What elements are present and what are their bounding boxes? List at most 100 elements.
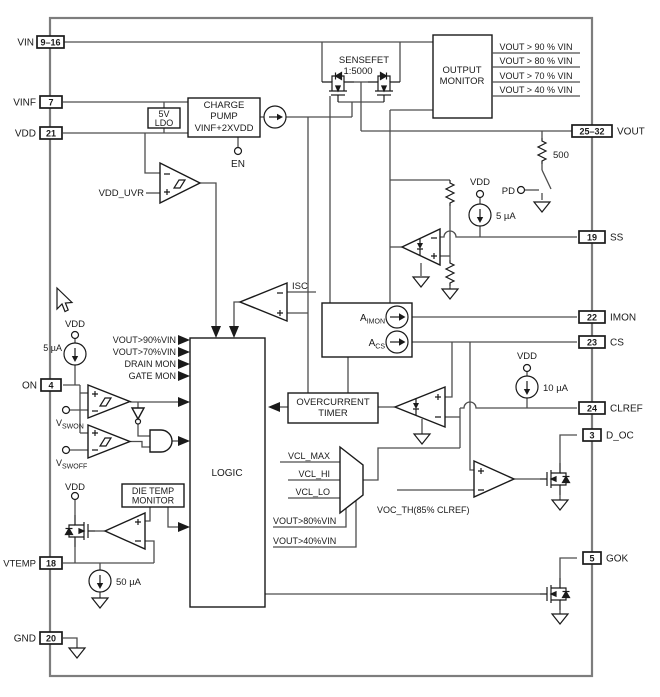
clref-current-value: 10 µA [543,383,569,394]
output-monitor-block: OUTPUT MONITOR [432,34,493,119]
swoff-comparator-icon [87,423,132,460]
svg-text:18: 18 [46,559,56,569]
svg-text:4: 4 [48,381,53,391]
ground-icon [413,433,431,445]
die-temp-comparator-icon [103,511,146,551]
svg-text:25–32: 25–32 [579,127,604,137]
imon-source-icon [385,305,409,329]
pin-imon-label: IMON [610,313,636,324]
pd-terminal-icon [516,185,526,195]
svg-text:MONITOR: MONITOR [132,496,175,506]
mouse-cursor-icon [56,286,74,313]
wires [63,41,577,648]
en-terminal-icon [233,146,243,156]
divider-resistor-bottom-icon [445,259,455,287]
vswon-terminal-icon [61,405,71,415]
divider-resistor-top-icon [445,179,455,207]
isc-label: ISC [292,281,308,292]
ss-clamp-amp-icon [400,227,441,267]
svg-text:ACS: ACS [369,338,386,351]
swon-comparator-icon [87,383,132,420]
pin-cs-label: CS [610,338,624,349]
svg-text:21: 21 [46,129,56,139]
vcl-max-label: VCL_MAX [288,451,330,461]
output-monitor-signals [492,52,580,97]
ground-icon [441,288,459,300]
mux-select-80: VOUT>80%VIN [273,516,336,526]
vdd-uvr-label: VDD_UVR [99,188,145,199]
svg-text:SENSEFET: SENSEFET [339,55,389,66]
ground-icon [91,597,109,609]
vdd-uvr-comparator-icon [159,161,202,205]
vdd-label-clref: VDD [517,351,537,362]
svg-text:23: 23 [587,338,597,348]
pulldown-resistor-icon [537,137,547,165]
pin-ss-label: SS [610,233,624,244]
vdd-label-on: VDD [65,319,85,330]
svg-text:DIE TEMP: DIE TEMP [132,486,174,496]
svg-text:1:5000: 1:5000 [343,66,372,77]
ground-icon [68,647,86,659]
svg-text:VINF+2XVDD: VINF+2XVDD [195,123,254,134]
clref-current-source-icon [515,375,539,399]
vdd-terminal-icon [475,189,485,199]
ldo-block: 5V LDO [147,107,181,129]
svg-text:24: 24 [587,404,597,414]
monitor-out-40: VOUT > 40 % VIN [499,85,572,95]
vtemp-current-value: 50 µA [116,577,142,588]
and-gate-icon [149,429,173,453]
vswoff-label: VSWOFF [56,458,87,471]
svg-text:MONITOR: MONITOR [440,76,485,87]
logic-in-vout90: VOUT>90%VIN [113,335,176,345]
vcl-mux-icon [339,445,364,515]
svg-text:LOGIC: LOGIC [211,468,242,479]
monitor-out-90: VOUT > 90 % VIN [499,42,572,52]
doc-open-drain-mosfet-icon [539,462,571,496]
pins-right: 25–32 VOUT 19 SS 22 IMON 23 CS 24 CLREF … [571,124,645,565]
en-label: EN [231,159,245,170]
pd-label: PD [502,186,515,197]
ss-current-source-icon [468,203,492,227]
svg-text:5V: 5V [158,109,169,119]
svg-text:OUTPUT: OUTPUT [442,65,481,76]
overcurrent-timer-block: OVERCURRENT TIMER [287,392,379,424]
svg-text:AIMON: AIMON [360,313,385,326]
svg-text:PUMP: PUMP [210,111,237,122]
gate-drive-current-source-icon [263,105,287,129]
isc-comparator-icon [238,281,288,323]
voc-th-label: VOC_TH(85% CLREF) [377,505,470,515]
svg-text:9–16: 9–16 [40,38,60,48]
pin-vdd-label: VDD [15,129,36,140]
ground-icon [412,276,430,288]
svg-text:TIMER: TIMER [318,408,348,419]
logic-in-drain-mon: DRAIN MON [125,359,177,369]
on-current-source-icon [63,342,87,366]
cs-source-icon [385,330,409,354]
vswoff-terminal-icon [61,445,71,455]
current-amplifier-block: AIMON ACS [321,302,413,358]
svg-text:22: 22 [587,313,597,323]
vdd-terminal-icon [522,363,532,373]
pin-clref-label: CLREF [610,404,643,415]
pin-on-label: ON [22,381,37,392]
ground-icon [551,613,569,625]
vtemp-current-source-icon [88,569,112,593]
on-current-value: 5 µA [43,343,62,353]
vdd-terminal-icon [70,491,80,501]
inverter-icon [130,407,146,425]
ss-current-value: 5 µA [496,211,516,222]
sensefet: SENSEFET 1:5000 [321,55,401,103]
mux-select-40: VOUT>40%VIN [273,536,336,546]
logic-block: LOGIC [189,337,266,608]
vdd-terminal-icon [70,330,80,340]
pin-doc-label: D_OC [606,431,634,442]
vcl-hi-label: VCL_HI [298,469,330,479]
svg-text:OVERCURRENT: OVERCURRENT [296,397,370,408]
pin-vin-label: VIN [17,38,34,49]
svg-text:CHARGE: CHARGE [204,100,245,111]
resistor-value: 500 [553,150,569,161]
gok-open-drain-mosfet-icon [539,577,571,611]
vdd-label-ss: VDD [470,177,490,188]
pin-vtemp-label: VTEMP [3,559,36,570]
